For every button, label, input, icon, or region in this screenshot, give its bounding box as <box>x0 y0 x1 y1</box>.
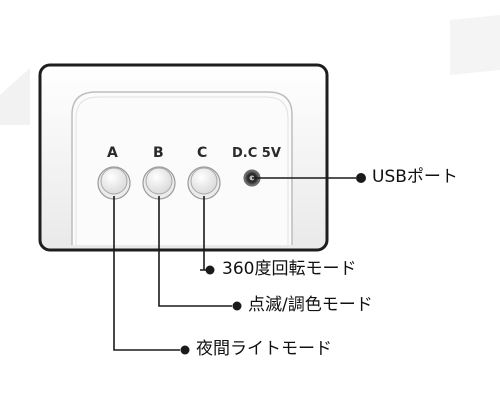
background-edge-right <box>450 15 500 75</box>
dc-port-label: D.C 5V <box>232 146 281 161</box>
button-a[interactable] <box>100 167 128 195</box>
background-edge-left <box>0 68 30 125</box>
callout-usb-port: USBポート <box>372 167 458 187</box>
button-panel <box>71 91 293 245</box>
callout-color-mode: 点滅/調色モード <box>248 295 373 315</box>
button-c[interactable] <box>190 167 218 195</box>
endpoint-color <box>232 301 242 311</box>
button-panel-inner-edge <box>75 96 289 245</box>
button-a-label: A <box>107 145 118 161</box>
leader-night <box>113 196 180 351</box>
button-c-label: C <box>197 145 208 161</box>
endpoint-rotation <box>205 265 215 275</box>
endpoint-usb <box>356 173 366 183</box>
endpoint-night <box>180 345 190 355</box>
button-b-label: B <box>153 145 164 161</box>
leader-endpoints <box>180 173 366 355</box>
callout-rotation-mode: 360度回転モード <box>222 259 357 279</box>
button-b[interactable] <box>145 167 173 195</box>
callout-night-mode: 夜間ライトモード <box>196 339 332 359</box>
leader-color <box>158 196 232 307</box>
